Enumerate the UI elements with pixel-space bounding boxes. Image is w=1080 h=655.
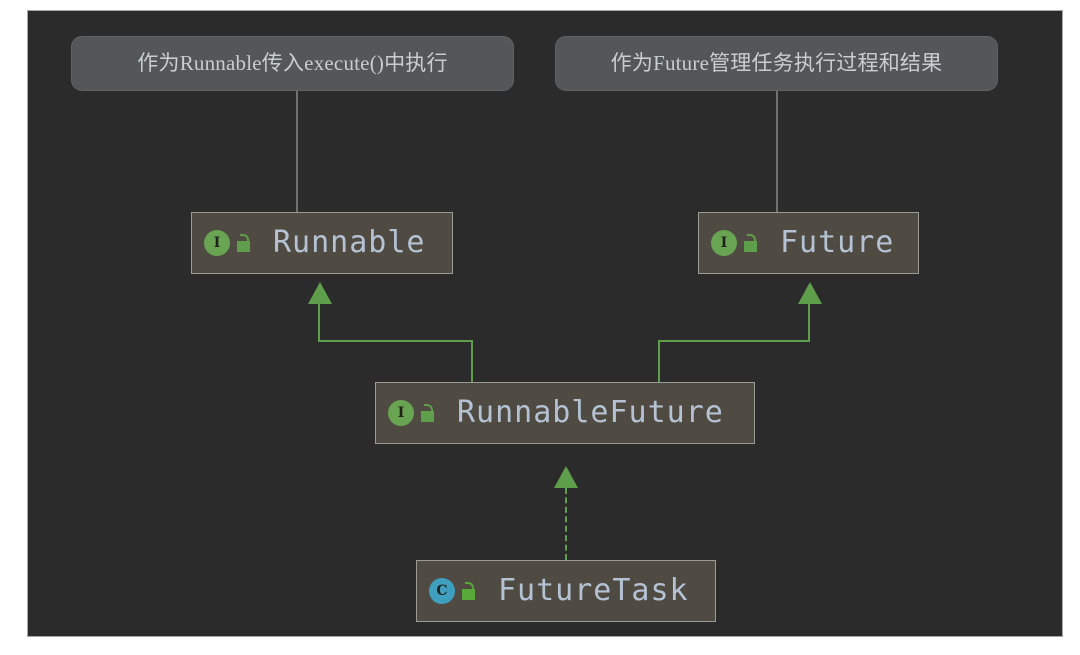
connector-futuretask-runnablefuture-dashed bbox=[565, 488, 567, 560]
diagram-canvas[interactable]: 作为Runnable传入execute()中执行 作为Future管理任务执行过… bbox=[27, 10, 1063, 637]
node-label: RunnableFuture bbox=[457, 395, 724, 430]
note-connector-future bbox=[776, 91, 778, 212]
connector-runnablefuture-future-segment-up bbox=[658, 340, 660, 382]
connector-runnablefuture-runnable-segment-stem bbox=[318, 304, 320, 342]
unlocked-padlock-icon bbox=[419, 404, 435, 422]
node-runnable[interactable]: I Runnable bbox=[191, 212, 453, 274]
note-runnable[interactable]: 作为Runnable传入execute()中执行 bbox=[71, 36, 514, 91]
node-label: Future bbox=[780, 225, 895, 260]
unlocked-padlock-icon bbox=[235, 234, 251, 252]
arrowhead-extends-runnable bbox=[308, 282, 332, 304]
connector-runnablefuture-future-segment-stem bbox=[808, 304, 810, 342]
node-label: FutureTask bbox=[498, 573, 689, 608]
node-future[interactable]: I Future bbox=[698, 212, 919, 274]
node-runnablefuture[interactable]: I RunnableFuture bbox=[375, 382, 755, 444]
node-label: Runnable bbox=[273, 225, 426, 260]
connector-runnablefuture-runnable-segment-up bbox=[471, 340, 473, 382]
arrowhead-extends-future bbox=[798, 282, 822, 304]
unlocked-padlock-icon bbox=[460, 582, 476, 600]
node-futuretask[interactable]: C FutureTask bbox=[416, 560, 716, 622]
interface-icon: I bbox=[711, 230, 737, 256]
arrowhead-implements-runnablefuture bbox=[554, 466, 578, 488]
note-future[interactable]: 作为Future管理任务执行过程和结果 bbox=[555, 36, 998, 91]
connector-runnablefuture-future-segment-horizontal bbox=[658, 340, 810, 342]
interface-icon: I bbox=[388, 400, 414, 426]
unlocked-padlock-icon bbox=[742, 234, 758, 252]
interface-icon: I bbox=[204, 230, 230, 256]
note-connector-runnable bbox=[296, 91, 298, 212]
class-icon: C bbox=[429, 578, 455, 604]
connector-runnablefuture-runnable-segment-horizontal bbox=[318, 340, 473, 342]
